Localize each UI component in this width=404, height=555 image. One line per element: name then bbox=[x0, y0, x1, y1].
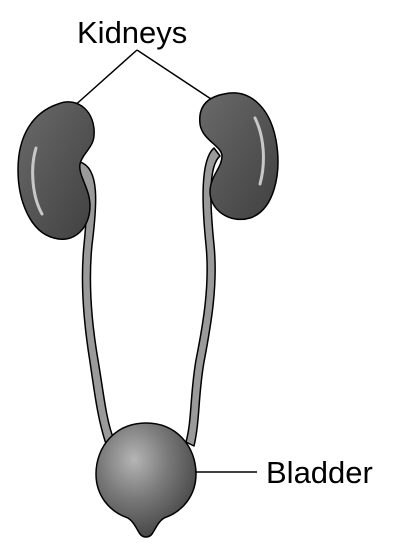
left-kidney bbox=[17, 101, 95, 240]
kidneys-label: Kidneys bbox=[77, 15, 188, 50]
right-kidney bbox=[199, 92, 279, 221]
kidneys-leader-lines bbox=[71, 49, 212, 109]
bladder bbox=[95, 422, 197, 538]
right-ureter bbox=[185, 147, 221, 447]
bladder-label: Bladder bbox=[266, 455, 373, 490]
